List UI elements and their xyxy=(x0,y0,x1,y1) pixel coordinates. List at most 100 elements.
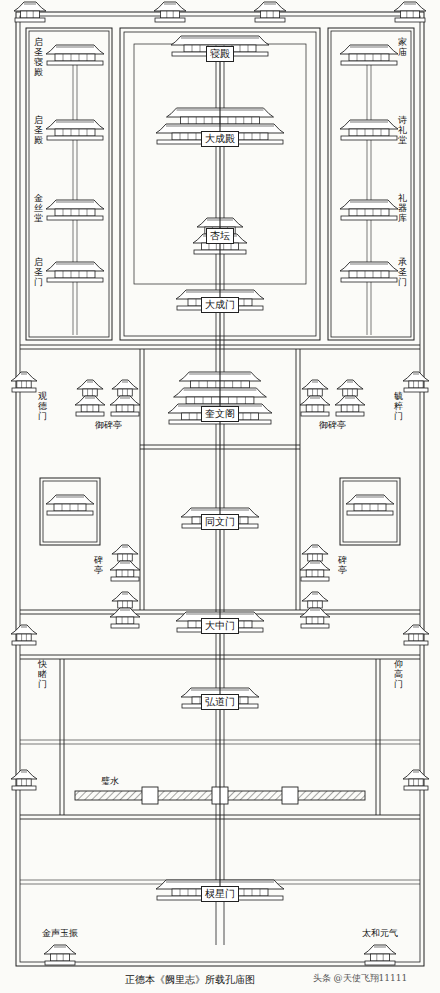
place-name: 仰高门 xyxy=(394,660,403,690)
hall-body xyxy=(55,209,95,216)
roof-ridge xyxy=(345,398,355,399)
wall-line xyxy=(140,349,141,610)
column xyxy=(26,11,27,18)
roof-ridge xyxy=(350,122,388,123)
column xyxy=(188,889,189,896)
hall-building xyxy=(340,200,398,220)
column xyxy=(378,504,379,511)
roof-ridge xyxy=(24,4,36,5)
platform xyxy=(255,18,285,22)
column xyxy=(194,397,195,404)
platform xyxy=(47,278,103,282)
walkway-connector xyxy=(219,62,220,131)
column xyxy=(373,54,374,61)
column xyxy=(70,504,71,511)
column xyxy=(26,779,27,786)
wall xyxy=(120,28,320,340)
column xyxy=(228,397,229,404)
roof-ridge xyxy=(312,594,318,595)
column xyxy=(79,54,80,61)
column xyxy=(87,271,88,278)
column xyxy=(245,397,246,404)
hall-building xyxy=(346,495,394,515)
column xyxy=(365,209,366,216)
hall-body xyxy=(17,381,31,388)
roof xyxy=(340,45,398,54)
roof xyxy=(44,945,76,954)
roof xyxy=(254,2,286,11)
column xyxy=(317,405,318,412)
column xyxy=(252,133,253,140)
walkway-connector xyxy=(219,147,220,228)
column xyxy=(312,570,313,577)
hall-body xyxy=(354,504,386,511)
wall-line xyxy=(64,659,65,815)
roof-ridge xyxy=(312,382,318,383)
platform xyxy=(301,624,329,628)
platform xyxy=(12,786,36,790)
place-name: 家庙 xyxy=(398,38,407,58)
signboard: 奎文阁 xyxy=(201,406,239,422)
roof xyxy=(346,495,394,504)
place-name: 金丝堂 xyxy=(34,194,43,224)
place-name: 碑亭 xyxy=(94,556,103,576)
column xyxy=(232,381,233,388)
platform xyxy=(111,577,139,581)
hall-body xyxy=(349,129,389,136)
hall-body xyxy=(341,405,359,412)
roof-ridge xyxy=(310,563,320,564)
building-name: 杏坛 xyxy=(210,230,230,242)
column xyxy=(21,779,22,786)
hall-building xyxy=(110,545,140,581)
column xyxy=(63,209,64,216)
column xyxy=(312,405,313,412)
column xyxy=(251,117,252,124)
hall-building xyxy=(154,2,186,22)
roof xyxy=(112,545,138,554)
column xyxy=(236,397,237,404)
column xyxy=(122,405,123,412)
column xyxy=(250,413,251,420)
column xyxy=(357,54,358,61)
hall-building xyxy=(11,770,37,790)
hall-body xyxy=(118,601,133,608)
signboard: 弘道门 xyxy=(201,694,239,710)
roof-ridge xyxy=(21,374,27,375)
signboard: 寝殿 xyxy=(206,46,234,62)
wall-line xyxy=(376,659,377,815)
wall xyxy=(40,478,100,545)
platform xyxy=(341,61,397,65)
roof xyxy=(110,608,140,617)
roof xyxy=(302,545,328,554)
hall-body xyxy=(118,389,133,396)
hall-body xyxy=(370,954,389,961)
hall-building xyxy=(340,120,398,140)
column xyxy=(127,554,128,561)
column xyxy=(71,209,72,216)
bridge xyxy=(142,787,158,804)
column xyxy=(180,889,181,896)
roof xyxy=(340,262,398,271)
hall-building xyxy=(403,372,429,392)
column xyxy=(196,299,197,306)
column xyxy=(235,117,236,124)
column xyxy=(127,389,128,396)
roof-ridge xyxy=(404,4,416,5)
platform xyxy=(47,511,93,515)
column xyxy=(312,601,313,608)
wall xyxy=(43,481,97,542)
building-name: 大中门 xyxy=(205,620,235,632)
roof-ridge xyxy=(122,594,128,595)
roof-ridge xyxy=(56,47,94,48)
column xyxy=(63,954,64,961)
column xyxy=(317,570,318,577)
hall-building xyxy=(110,380,140,416)
roof xyxy=(77,380,103,389)
place-name: 启圣殿 xyxy=(34,116,43,146)
column xyxy=(413,381,414,388)
roof xyxy=(11,770,37,779)
hall-body xyxy=(81,405,99,412)
column xyxy=(223,243,224,250)
column xyxy=(266,11,267,18)
wall xyxy=(124,32,316,336)
